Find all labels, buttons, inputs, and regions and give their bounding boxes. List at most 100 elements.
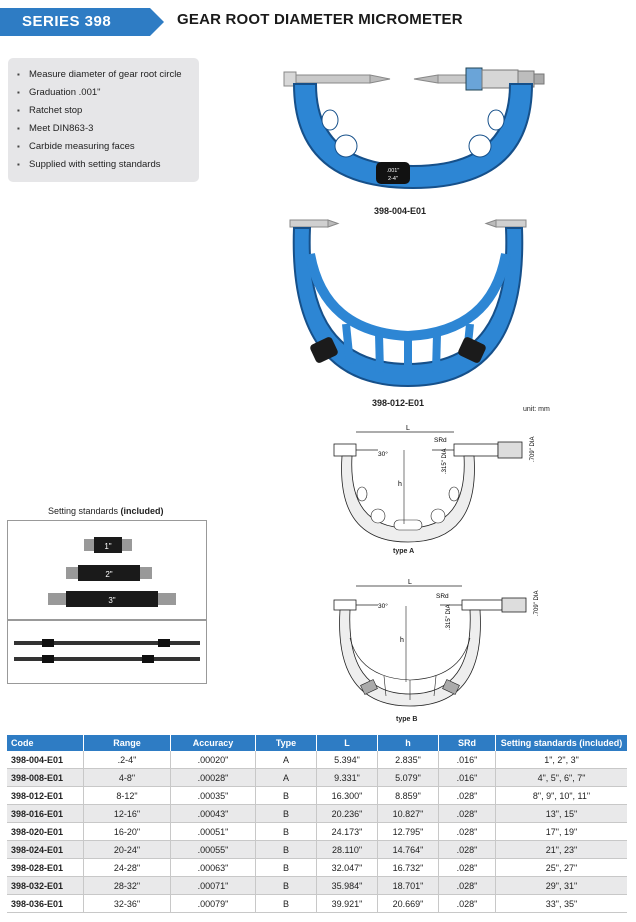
spindle-drawing bbox=[453, 443, 499, 457]
feature-item: Graduation .001" bbox=[17, 84, 199, 102]
table-row: 398-016-E01 12-16" .00043" B 20.236" 10.… bbox=[7, 804, 627, 823]
frame-hole-drawing bbox=[356, 486, 368, 502]
cell-srd: .028" bbox=[438, 840, 496, 859]
anvil-tip bbox=[327, 219, 340, 228]
anvil-spindle bbox=[295, 74, 371, 84]
drawing-type-a: L h 30° SRd .315" DIA .709" DIA bbox=[333, 425, 536, 543]
dim-l-label: L bbox=[406, 425, 410, 432]
cell-h: 18.701" bbox=[377, 876, 439, 895]
cell-type: A bbox=[255, 768, 317, 787]
cell-code: 398-016-E01 bbox=[7, 804, 84, 823]
frame-hole bbox=[334, 134, 358, 158]
table-row: 398-008-E01 4-8" .00028" A 9.331" 5.079"… bbox=[7, 768, 627, 787]
cell-code: 398-024-E01 bbox=[7, 840, 84, 859]
cell-srd: .028" bbox=[438, 894, 496, 913]
insulation-grip-right bbox=[458, 337, 486, 363]
cell-setting-standards: 4", 5", 6", 7" bbox=[495, 768, 627, 787]
cell-l: 39.921" bbox=[316, 894, 378, 913]
cell-srd: .028" bbox=[438, 804, 496, 823]
bar-end bbox=[122, 539, 132, 551]
cell-setting-standards: 17", 19" bbox=[495, 822, 627, 841]
cell-l: 5.394" bbox=[316, 751, 378, 769]
bar-end bbox=[84, 539, 94, 551]
cell-accuracy: .00043" bbox=[170, 804, 256, 823]
angle-label: 30° bbox=[378, 602, 388, 610]
spindle bbox=[495, 219, 527, 228]
setting-bars: 1" 2" 3" bbox=[48, 537, 176, 607]
cell-type: B bbox=[255, 876, 317, 895]
cell-srd: .016" bbox=[438, 768, 496, 787]
cell-setting-standards: 13", 15" bbox=[495, 804, 627, 823]
cell-code: 398-012-E01 bbox=[7, 786, 84, 805]
thimble-drawing bbox=[501, 597, 527, 613]
cell-setting-standards: 29", 31" bbox=[495, 876, 627, 895]
lock-nut bbox=[465, 67, 483, 91]
cell-l: 16.300" bbox=[316, 786, 378, 805]
srd-label: SRd bbox=[434, 437, 447, 444]
unit-label: unit: mm bbox=[523, 406, 550, 413]
anvil-drawing bbox=[333, 599, 357, 611]
frame-rib-drawing bbox=[433, 675, 437, 697]
frame-hole-drawing bbox=[430, 508, 446, 524]
cell-h: 14.764" bbox=[377, 840, 439, 859]
spindle-tip bbox=[484, 219, 497, 228]
col-h: h bbox=[377, 735, 439, 751]
frame-inner-arc-drawing bbox=[349, 637, 471, 681]
col-range: Range bbox=[83, 735, 171, 751]
page-title: GEAR ROOT DIAMETER MICROMETER bbox=[177, 11, 463, 28]
cell-type: B bbox=[255, 804, 317, 823]
cell-type: A bbox=[255, 751, 317, 769]
cell-srd: .016" bbox=[438, 751, 496, 769]
bar-label-2: 2" bbox=[105, 570, 112, 579]
cell-accuracy: .00071" bbox=[170, 876, 256, 895]
cell-l: 28.110" bbox=[316, 840, 378, 859]
frame-hole-drawing bbox=[448, 486, 460, 502]
cell-range: 24-28" bbox=[83, 858, 171, 877]
cell-type: B bbox=[255, 894, 317, 913]
long-bar-grip bbox=[42, 639, 54, 647]
cell-range: 20-24" bbox=[83, 840, 171, 859]
bar-end bbox=[66, 567, 78, 579]
long-bar-grip bbox=[142, 655, 154, 663]
anvil-tip bbox=[369, 74, 391, 84]
frame-rib bbox=[342, 323, 354, 365]
frame-plate-drawing bbox=[393, 519, 423, 531]
col-l: L bbox=[316, 735, 378, 751]
cell-srd: .028" bbox=[438, 876, 496, 895]
table-row: 398-004-E01 .2-4" .00020" A 5.394" 2.835… bbox=[7, 751, 627, 769]
setting-bar-2 bbox=[78, 565, 140, 581]
cell-srd: .028" bbox=[438, 822, 496, 841]
cell-code: 398-020-E01 bbox=[7, 822, 84, 841]
frame-hole bbox=[321, 109, 339, 131]
cell-l: 20.236" bbox=[316, 804, 378, 823]
long-bar-grip bbox=[42, 655, 54, 663]
cell-type: B bbox=[255, 858, 317, 877]
cell-l: 32.047" bbox=[316, 858, 378, 877]
feature-item: Ratchet stop bbox=[17, 102, 199, 120]
series-tag: SERIES 398 bbox=[0, 8, 170, 36]
dial-text-top: .001" bbox=[387, 168, 400, 174]
setting-standards-title-text: Setting standards bbox=[48, 506, 121, 516]
table-row: 398-036-E01 32-36" .00079" B 39.921" 20.… bbox=[7, 894, 627, 913]
micrometer-photo-small: .001" 2-4" bbox=[283, 67, 545, 190]
cell-setting-standards: 33", 35" bbox=[495, 894, 627, 913]
dia-large-label: .709" DIA bbox=[534, 591, 540, 616]
cell-accuracy: .00055" bbox=[170, 840, 256, 859]
frame-rib bbox=[432, 333, 441, 373]
cell-code: 398-004-E01 bbox=[7, 751, 84, 769]
spindle-tip bbox=[413, 74, 439, 84]
frame-inner-arc bbox=[305, 253, 511, 342]
cell-accuracy: .00079" bbox=[170, 894, 256, 913]
setting-bar-1 bbox=[94, 537, 122, 553]
srd-label: SRd bbox=[436, 593, 449, 600]
product-label-2: 398-012-E01 bbox=[372, 398, 425, 408]
cell-code: 398-028-E01 bbox=[7, 858, 84, 877]
ratchet-icon bbox=[533, 73, 545, 85]
cell-accuracy: .00020" bbox=[170, 751, 256, 769]
table-row: 398-012-E01 8-12" .00035" B 16.300" 8.85… bbox=[7, 786, 627, 805]
spindle-drawing bbox=[461, 599, 503, 611]
dim-l-label: L bbox=[408, 579, 412, 586]
grip-drawing-right bbox=[442, 679, 460, 695]
bar-end bbox=[158, 593, 176, 605]
frame-hole-drawing bbox=[370, 508, 386, 524]
